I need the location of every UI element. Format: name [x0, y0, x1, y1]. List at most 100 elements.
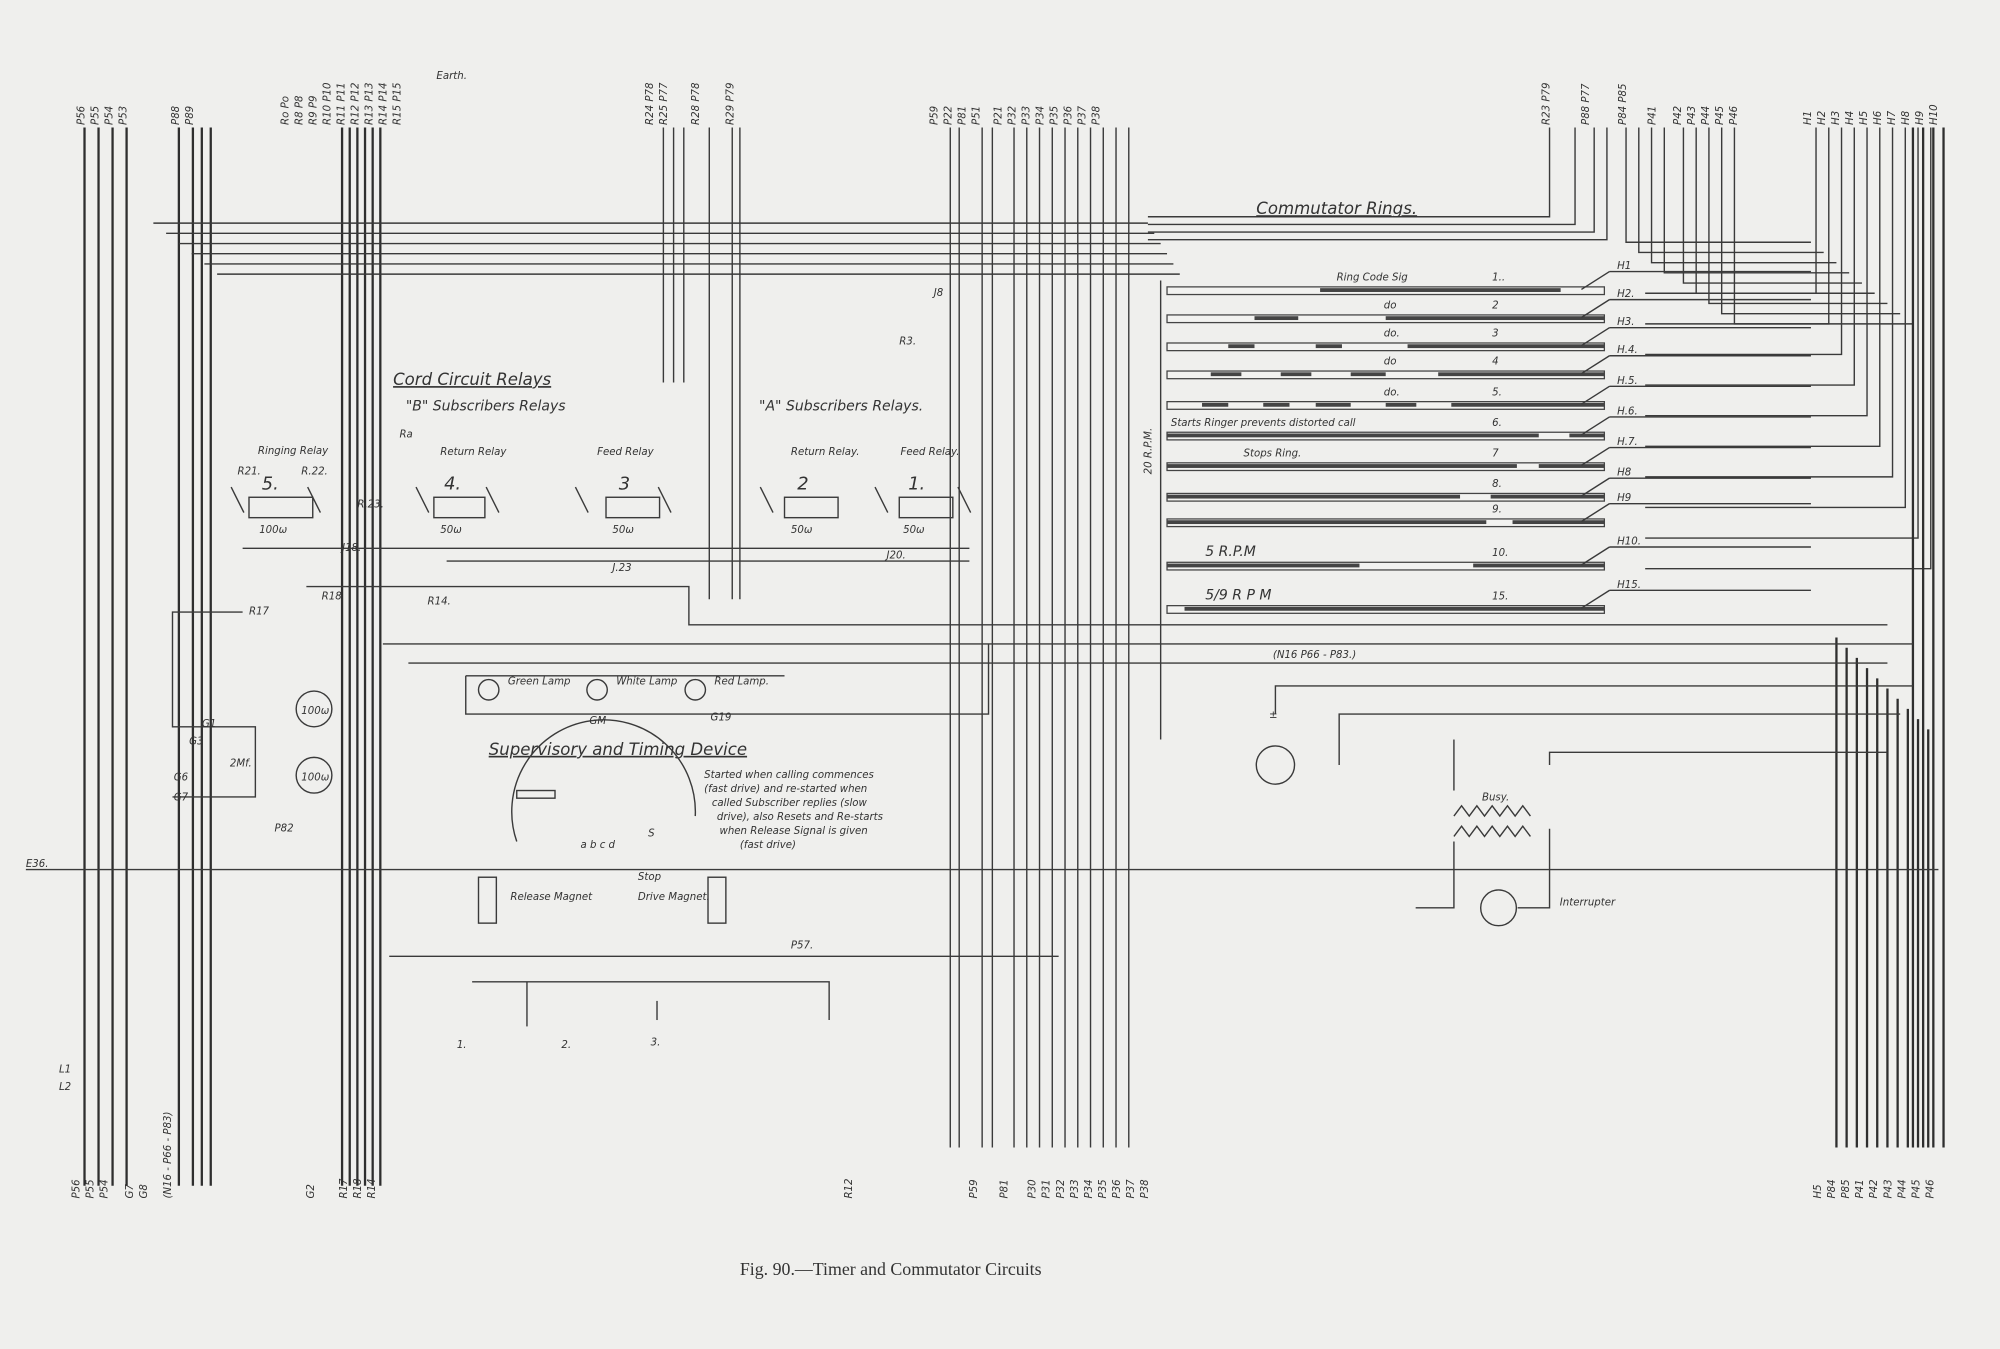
- ring-h-label: H.6.: [1617, 406, 1638, 417]
- ring-brush: [1581, 503, 1610, 523]
- bottom-terminal-label: P36: [1112, 1179, 1123, 1199]
- top-terminal-label: R9 P9: [309, 96, 320, 125]
- bottom-terminal-label: P41: [1855, 1179, 1866, 1198]
- bottom-terminal-label: P37: [1126, 1179, 1137, 1199]
- ring-brush: [1581, 477, 1610, 497]
- wire: [1645, 127, 1830, 325]
- drive-magnet-label: Drive Magnet.: [638, 892, 710, 903]
- top-terminal-label: P88 P77: [1581, 83, 1592, 125]
- top-terminal-label: P37: [1077, 105, 1088, 125]
- bottom-terminal-label: P43: [1883, 1179, 1894, 1198]
- commutator-ring-5: 5.H.5.do.: [1166, 376, 1811, 410]
- commutator-ring-11: 15.H15.5/9 R P M: [1166, 580, 1811, 614]
- white-lamp-icon: [586, 678, 608, 701]
- relay-resistance: 50ω: [903, 525, 925, 536]
- top-terminal-label: P45: [1715, 106, 1726, 125]
- resistance-coil-icon: [295, 756, 333, 794]
- ring-number: 1..: [1492, 273, 1505, 284]
- g19-label: G19: [711, 712, 732, 723]
- wire: [1638, 127, 1824, 254]
- top-terminal-label: H4: [1845, 111, 1856, 125]
- note-line: called Subscriber replies (slow: [712, 798, 868, 809]
- g7-label: G7: [174, 793, 189, 804]
- ring-label: Starts Ringer prevents distorted call: [1171, 418, 1356, 429]
- relay-contact: [230, 486, 245, 513]
- p57-label: P57.: [791, 941, 813, 952]
- top-terminal-label: P59: [930, 106, 941, 125]
- wire: [1645, 127, 1932, 570]
- ring-conductive-segment: [1254, 316, 1299, 321]
- ring-speed-label: 20 R.P.M.: [1144, 428, 1155, 475]
- r21-label: R21.: [238, 466, 261, 477]
- wire: [1645, 127, 1906, 509]
- relay-resistance: 100ω: [259, 525, 287, 536]
- ring-conductive-segment: [1512, 520, 1605, 525]
- wire-labels: Earth. E36. L1 L2 J8 R3. Ra R21. R.22. R…: [26, 71, 1616, 1093]
- ring-label: 5/9 R P M: [1205, 587, 1271, 603]
- wire: [1338, 713, 1901, 766]
- ring-brush: [1581, 299, 1610, 319]
- interrupter-icon: [1479, 889, 1518, 927]
- top-terminal-label: H2: [1817, 111, 1828, 125]
- wire: [1147, 127, 1551, 218]
- ring-h-label: H9: [1617, 493, 1631, 504]
- resistance-coil-icon: [295, 690, 333, 728]
- wire: [1663, 127, 1850, 274]
- top-terminal-label: P84 P85: [1618, 84, 1629, 125]
- ra-label: Ra: [399, 429, 412, 440]
- bottom-terminal-label: P84: [1827, 1179, 1838, 1198]
- ring-number: 2: [1492, 301, 1498, 312]
- wire: [1548, 751, 1888, 766]
- relay-name: Feed Relay: [597, 447, 655, 458]
- ring-h-label: H10.: [1617, 536, 1641, 547]
- ring-label: 5 R.P.M: [1205, 544, 1256, 560]
- ring-brush: [1581, 385, 1610, 405]
- interrupter-label: Interrupter: [1560, 897, 1616, 908]
- ring-conductive-segment: [1263, 402, 1290, 407]
- top-terminal-label: P54: [105, 106, 116, 125]
- wire: [1645, 127, 1894, 478]
- wiring: [25, 127, 1945, 1186]
- bottom-terminal-label: G2: [306, 1184, 317, 1198]
- top-terminal-label: P35: [1049, 106, 1060, 125]
- ring-conductive-segment: [1202, 402, 1229, 407]
- ring-conductive-segment: [1184, 606, 1605, 611]
- ring-conductive-segment: [1167, 464, 1517, 468]
- resistance-label: 100ω: [301, 706, 329, 717]
- bottom-terminal-label: P56: [71, 1179, 82, 1199]
- top-terminal-label: H9: [1915, 111, 1926, 125]
- relay-contact: [307, 486, 322, 513]
- ring-conductive-segment: [1569, 433, 1605, 438]
- j20-label: J20.: [885, 550, 906, 561]
- ring-h-label: H.5.: [1617, 376, 1638, 387]
- commutator-ring-7: 7H.7.Stops Ring.: [1166, 437, 1811, 472]
- wire: [1645, 127, 1881, 447]
- note-line: (fast drive) and re-started when: [704, 784, 867, 795]
- top-terminal-label: H6: [1873, 110, 1884, 125]
- wire: [1708, 127, 1888, 305]
- wire: [1147, 127, 1576, 226]
- release-magnet-label: Release Magnet: [510, 892, 593, 903]
- s-label: S: [648, 828, 655, 839]
- bottom-terminal-label: H5: [1813, 1184, 1824, 1198]
- commutator-ring-10: 10.H10.5 R.P.M: [1166, 536, 1811, 571]
- top-terminal-label: R12 P12: [351, 83, 362, 125]
- r22-label: R.22.: [301, 466, 328, 477]
- bottom-terminal-label: P35: [1098, 1179, 1109, 1198]
- wire: [1645, 127, 1868, 417]
- relay-number: 3: [619, 474, 630, 495]
- bottom-terminal-label: P32: [1056, 1179, 1067, 1198]
- resistance-label: 100ω: [301, 772, 329, 783]
- top-terminal-label: H10: [1929, 104, 1940, 125]
- relay-4: Return Relay 4. 50ω: [433, 447, 507, 536]
- commutator-ring-9: 9.H9: [1166, 493, 1811, 528]
- busy-coil-icon: [1453, 804, 1531, 838]
- p82-label: P82: [274, 823, 293, 834]
- j18-label: J18.: [340, 543, 361, 554]
- ring-number: 6.: [1492, 418, 1502, 429]
- ring-h-label: H15.: [1617, 580, 1641, 591]
- wire: [1645, 127, 1817, 294]
- relay-contact: [957, 486, 972, 513]
- ring-h-label: H8: [1617, 468, 1632, 479]
- cord-circuit-title: Cord Circuit Relays: [393, 370, 551, 389]
